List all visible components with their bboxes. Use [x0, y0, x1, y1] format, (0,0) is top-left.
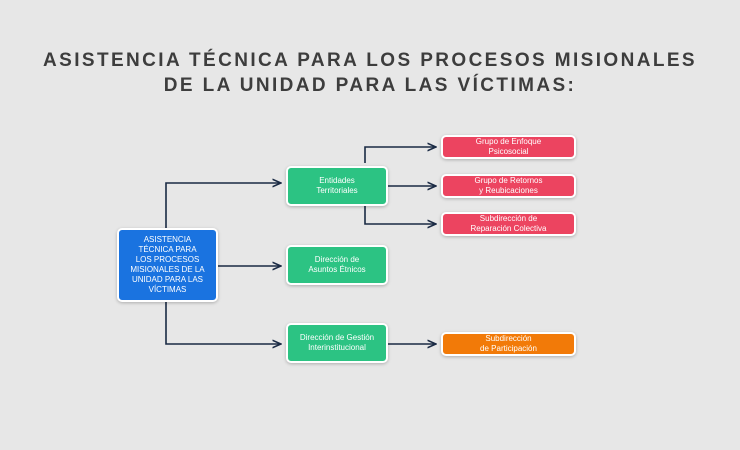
node-asuntos-etnicos-label: Dirección de Asuntos Étnicos	[308, 255, 366, 274]
node-retornos-reubicaciones: Grupo de Retornos y Reubicaciones	[441, 174, 576, 198]
node-reparacion-colectiva-label: Subdirección de Reparación Colectiva	[470, 214, 547, 233]
connector-root-gestion	[165, 302, 281, 344]
node-participacion-label: Subdirección de Participación	[480, 334, 537, 353]
node-gestion-interinstitucional: Dirección de Gestión Interinstitucional	[286, 323, 388, 363]
node-asuntos-etnicos: Dirección de Asuntos Étnicos	[286, 245, 388, 285]
node-participacion: Subdirección de Participación	[441, 332, 576, 356]
node-retornos-reubicaciones-label: Grupo de Retornos y Reubicaciones	[474, 176, 543, 195]
node-entidades-territoriales: Entidades Territoriales	[286, 166, 388, 206]
title-line-2: DE LA UNIDAD PARA LAS VÍCTIMAS:	[163, 75, 577, 96]
connector-entidades-reparacion	[364, 206, 436, 224]
connector-root-entidades	[165, 183, 281, 228]
root-node-label: ASISTENCIA TÉCNICA PARA LOS PROCESOS MIS…	[130, 235, 205, 294]
title-line-1: ASISTENCIA TÉCNICA PARA LOS PROCESOS MIS…	[43, 50, 697, 71]
connector-entidades-enfoque	[364, 147, 436, 163]
node-entidades-territoriales-label: Entidades Territoriales	[316, 176, 358, 195]
node-gestion-interinstitucional-label: Dirección de Gestión Interinstitucional	[299, 333, 375, 352]
root-node: ASISTENCIA TÉCNICA PARA LOS PROCESOS MIS…	[117, 228, 218, 302]
node-reparacion-colectiva: Subdirección de Reparación Colectiva	[441, 212, 576, 236]
node-enfoque-psicosocial: Grupo de Enfoque Psicosocial	[441, 135, 576, 159]
diagram-title: ASISTENCIA TÉCNICA PARA LOS PROCESOS MIS…	[0, 48, 740, 98]
node-enfoque-psicosocial-label: Grupo de Enfoque Psicosocial	[475, 137, 542, 156]
